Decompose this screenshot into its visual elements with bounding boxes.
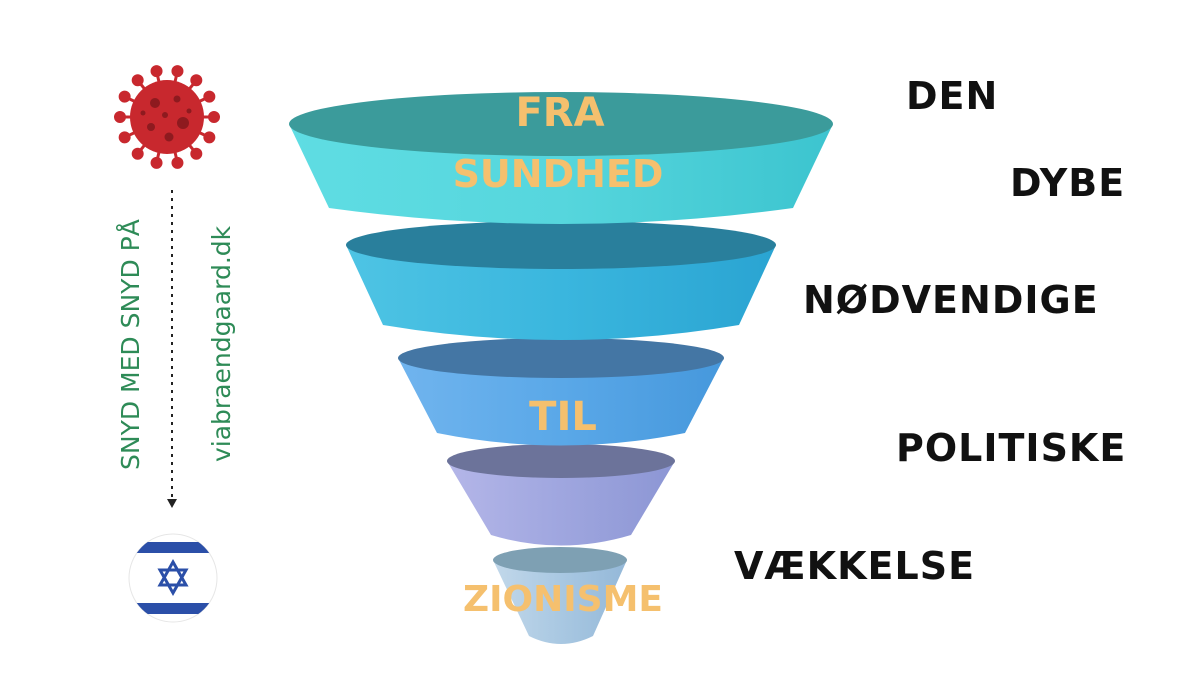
- sidebar-text-website[interactable]: viabraendgaard.dk: [207, 225, 236, 462]
- israel-flag-icon: [128, 533, 218, 623]
- funnel-label-til: TIL: [529, 394, 597, 440]
- stage-label-vaekkelse: VÆKKELSE: [734, 544, 976, 588]
- funnel-layer-5: [493, 547, 627, 644]
- funnel-label-fra: FRA: [515, 90, 604, 136]
- stage-label-politiske: POLITISKE: [896, 426, 1127, 470]
- funnel-layer-3: [398, 338, 724, 446]
- stage-label-den: DEN: [906, 74, 999, 118]
- virus-icon: [114, 65, 220, 169]
- funnel-layer-2: [346, 221, 776, 340]
- funnel-layer-4: [447, 444, 675, 546]
- funnel-label-zionisme: ZIONISME: [463, 579, 663, 620]
- down-arrow-icon: [167, 190, 177, 508]
- funnel-layer-1: [289, 92, 833, 224]
- stage-label-dybe: DYBE: [1010, 161, 1126, 205]
- sidebar-graphics: [114, 65, 220, 623]
- funnel-label-sundhed: SUNDHED: [453, 152, 664, 196]
- sidebar-text-snyd: SNYD MED SNYD PÅ: [116, 219, 145, 470]
- stage-label-noedvendige: NØDVENDIGE: [803, 278, 1099, 322]
